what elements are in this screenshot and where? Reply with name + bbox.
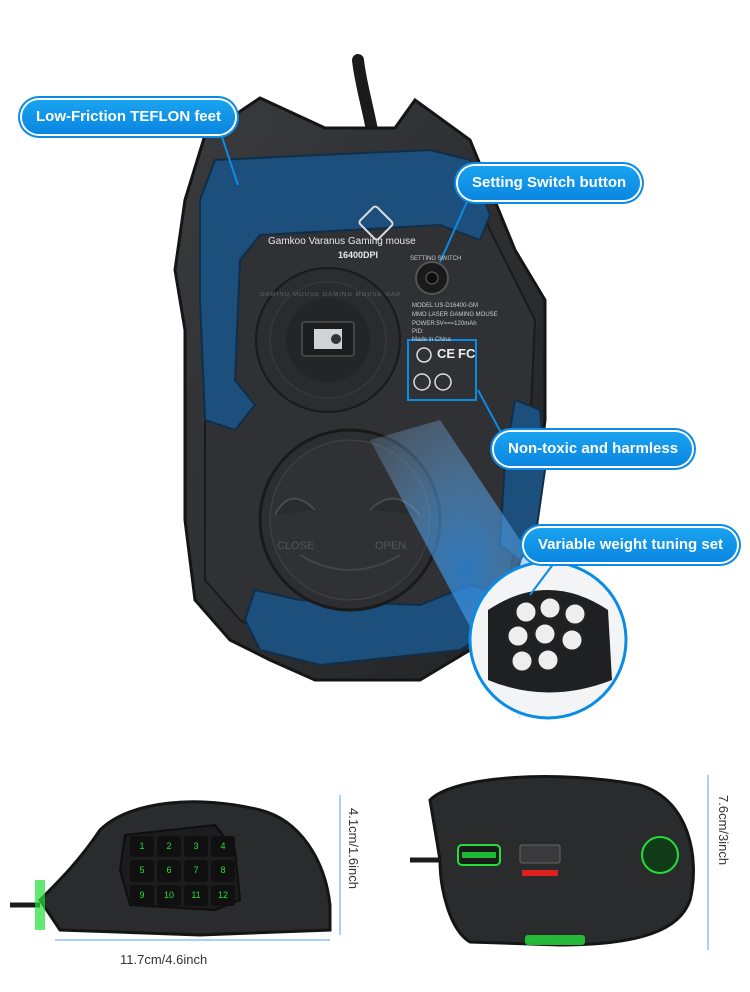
teflon-foot-top: [199, 148, 492, 432]
pointer-switch: [439, 194, 471, 263]
side-button: 3: [184, 836, 208, 858]
side-button: 4: [211, 836, 235, 858]
callout-weight: Variable weight tuning set: [524, 528, 738, 562]
pid-text: PID:: [412, 329, 424, 335]
power-text: POWER:5V===120mAh: [412, 321, 477, 327]
product-dpi: 16400DPI: [338, 250, 379, 260]
desc-text: MMO LASER GAMING MOUSE: [412, 312, 498, 318]
side-button: 2: [157, 836, 181, 858]
side-button: 1: [130, 836, 154, 858]
dim-height: 4.1cm/1.6inch: [346, 808, 361, 889]
dim-width: 7.6cm/3inch: [716, 795, 731, 866]
cert-icon-1: [416, 347, 432, 363]
model-text: MODEL:US-D16400-GM: [412, 303, 479, 309]
pointer-teflon: [217, 124, 239, 186]
side-button: 6: [157, 860, 181, 882]
ce-mark: CE: [437, 346, 456, 361]
origin-text: Made in China: [412, 337, 451, 343]
mouse-cable: [352, 54, 378, 136]
cert-icon-2: [413, 373, 431, 391]
cert-icon-3: [434, 373, 452, 391]
switch-label: SETTING SWITCH: [410, 256, 462, 262]
side-button: 8: [211, 860, 235, 882]
sensor-ring-text: GAMING MOUSE GAMING MOUSE GAMING MOUSE: [260, 292, 400, 298]
dim-length: 11.7cm/4.6inch: [120, 952, 208, 967]
pointer-nontoxic: [477, 389, 506, 441]
callout-nontoxic: Non-toxic and harmless: [494, 432, 693, 466]
side-button: 12: [211, 884, 235, 906]
cert-highlight-box: [407, 339, 477, 401]
close-label: CLOSE: [277, 540, 315, 552]
side-button: 9: [130, 884, 154, 906]
logo-led: [641, 836, 679, 874]
weight-set-image: [488, 590, 612, 693]
callout-teflon: Low-Friction TEFLON feet: [22, 100, 235, 134]
open-label: OPEN: [375, 540, 407, 552]
side-button: 5: [130, 860, 154, 882]
mouse-top-view: [410, 775, 695, 947]
fc-mark: FC: [458, 346, 476, 361]
product-name: Gamkoo Varanus Gaming mouse: [268, 236, 416, 247]
dpi-buttons: [519, 844, 561, 864]
callout-switch: Setting Switch button: [458, 166, 641, 200]
side-button-grid: 1 2 3 4 5 6 7 8 9 10 11 12: [130, 836, 235, 906]
side-button: 11: [184, 884, 208, 906]
side-button: 7: [184, 860, 208, 882]
side-button: 10: [157, 884, 181, 906]
